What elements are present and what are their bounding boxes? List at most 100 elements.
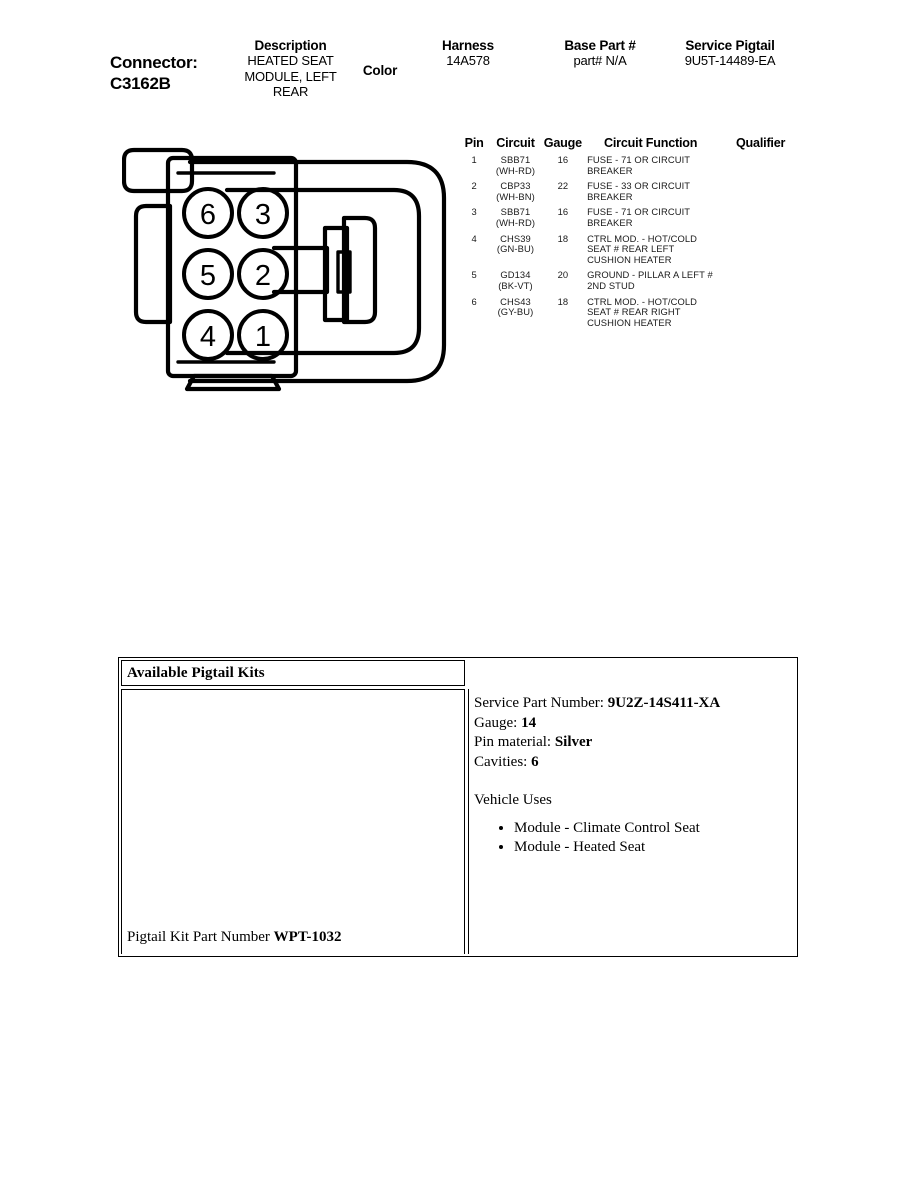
cavity-label-4: 4 bbox=[200, 321, 216, 353]
harness-block: Harness 14A578 bbox=[410, 38, 526, 69]
circuit-name: SBB71 bbox=[500, 154, 531, 165]
connector-latch-head bbox=[341, 215, 378, 325]
description-value: HEATED SEAT MODULE, LEFT REAR bbox=[244, 53, 337, 99]
table-row: 2 CBP33 (WH-BN) 22 FUSE - 33 OR CIRCUIT … bbox=[459, 180, 804, 207]
connector-id-block: Connector: C3162B bbox=[110, 52, 250, 94]
pigtail-table-title: Available Pigtail Kits bbox=[127, 664, 265, 681]
cavity-label-5: 5 bbox=[200, 260, 216, 292]
table-row: 5 GD134 (BK-VT) 20 GROUND - PILLAR A LEF… bbox=[459, 270, 804, 296]
column-header-pin: Pin bbox=[464, 136, 484, 150]
service-pigtail-value: 9U5T-14489-EA bbox=[684, 53, 776, 68]
connector-header: Connector: C3162B Description HEATED SEA… bbox=[0, 38, 918, 110]
base-part-label: Base Part # bbox=[564, 38, 636, 53]
pigtail-kit-part-number-label: Pigtail Kit Part Number bbox=[127, 929, 274, 945]
cell-circuit: CBP33 (WH-BN) bbox=[489, 181, 541, 207]
cell-circuit: CHS39 (GN-BU) bbox=[489, 232, 541, 271]
cavity-3 bbox=[237, 187, 289, 239]
connector-inner-shell bbox=[224, 187, 422, 356]
harness-label: Harness bbox=[442, 38, 494, 53]
cell-circuit: GD134 (BK-VT) bbox=[489, 270, 541, 296]
cell-pin: 1 bbox=[471, 154, 477, 165]
cell-qualifier bbox=[717, 181, 804, 207]
cell-function: FUSE - 33 OR CIRCUIT BREAKER bbox=[587, 180, 690, 202]
gauge-line: Gauge: 14 bbox=[474, 714, 795, 734]
cavity-4 bbox=[182, 309, 234, 361]
description-label: Description bbox=[254, 38, 327, 53]
cell-circuit: SBB71 (WH-RD) bbox=[489, 154, 541, 181]
circuit-color: (BK-VT) bbox=[498, 279, 533, 291]
cell-gauge: 18 bbox=[557, 295, 569, 307]
connector-outer-shell bbox=[187, 159, 447, 384]
pigtail-kit-details-cell: Service Part Number: 9U2Z-14S411-XA Gaug… bbox=[468, 689, 795, 954]
pigtail-table-outer-border bbox=[118, 657, 798, 957]
connector-latch-bar bbox=[322, 225, 350, 323]
cavity-label-2: 2 bbox=[255, 260, 271, 292]
cavities-value: 6 bbox=[531, 753, 539, 770]
cell-qualifier bbox=[717, 270, 804, 296]
column-header-qualifier: Qualifier bbox=[735, 136, 786, 150]
circuit-name: CHS39 bbox=[500, 232, 531, 244]
base-part-value: part# N/A bbox=[573, 53, 627, 68]
table-row: 4 CHS39 (GN-BU) 18 CTRL MOD. - HOT/COLD … bbox=[459, 232, 804, 271]
cavity-5 bbox=[182, 248, 234, 300]
pigtail-table-title-cell: Available Pigtail Kits bbox=[121, 660, 465, 686]
cavity-label-6: 6 bbox=[200, 199, 216, 231]
pin-table-grid: Pin Circuit Gauge Circuit Function Quali… bbox=[459, 136, 804, 333]
list-item: Module - Climate Control Seat bbox=[514, 819, 795, 839]
service-part-number-line: Service Part Number: 9U2Z-14S411-XA bbox=[474, 694, 795, 714]
pigtail-kit-part-number-line: Pigtail Kit Part Number WPT-1032 bbox=[127, 929, 341, 946]
cavities-label: Cavities: bbox=[474, 753, 532, 770]
cell-qualifier bbox=[717, 297, 804, 334]
column-header-gauge: Gauge bbox=[543, 136, 582, 150]
service-pigtail-block: Service Pigtail 9U5T-14489-EA bbox=[668, 38, 792, 69]
table-row: 6 CHS43 (GY-BU) 18 CTRL MOD. - HOT/COLD … bbox=[459, 295, 804, 334]
vehicle-uses-list: Module - Climate Control Seat Module - H… bbox=[474, 819, 795, 858]
cell-pin: 2 bbox=[471, 180, 477, 192]
pin-table: Pin Circuit Gauge Circuit Function Quali… bbox=[459, 136, 804, 333]
cell-function: FUSE - 71 OR CIRCUIT BREAKER bbox=[587, 206, 690, 228]
connector-label: Connector: bbox=[110, 53, 198, 72]
cavity-2 bbox=[237, 248, 289, 300]
gauge-label: Gauge: bbox=[474, 714, 522, 731]
cell-qualifier bbox=[717, 155, 804, 181]
cavity-1 bbox=[237, 309, 289, 361]
vehicle-uses-title: Vehicle Uses bbox=[474, 792, 552, 808]
circuit-name: SBB71 bbox=[500, 206, 531, 218]
cell-pin: 4 bbox=[471, 232, 477, 244]
circuit-name: CHS43 bbox=[500, 295, 531, 307]
color-label: Color bbox=[362, 63, 398, 78]
cell-function: CTRL MOD. - HOT/COLD SEAT # REAR LEFT CU… bbox=[587, 232, 698, 265]
table-row: 3 SBB71 (WH-RD) 16 FUSE - 71 OR CIRCUIT … bbox=[459, 207, 804, 233]
list-item: Module - Heated Seat bbox=[514, 838, 795, 858]
base-part-block: Base Part # part# N/A bbox=[535, 38, 665, 69]
connector-bottom-tab bbox=[184, 373, 282, 392]
cell-circuit: SBB71 (WH-RD) bbox=[489, 207, 541, 233]
cell-function: CTRL MOD. - HOT/COLD SEAT # REAR RIGHT C… bbox=[587, 295, 698, 328]
cell-gauge: 22 bbox=[557, 180, 569, 192]
cell-gauge: 20 bbox=[557, 269, 569, 281]
available-pigtail-kits-section: Available Pigtail Kits Pigtail Kit Part … bbox=[118, 657, 798, 957]
circuit-color: (WH-BN) bbox=[496, 190, 535, 202]
pin-material-value: Silver bbox=[554, 734, 593, 750]
cell-qualifier bbox=[717, 207, 804, 233]
cell-circuit: CHS43 (GY-BU) bbox=[489, 295, 541, 334]
cell-gauge: 16 bbox=[557, 206, 569, 218]
service-pigtail-label: Service Pigtail bbox=[685, 38, 775, 53]
column-header-circuit: Circuit bbox=[496, 136, 535, 150]
connector-left-tab bbox=[121, 147, 195, 194]
cell-pin: 3 bbox=[471, 206, 477, 218]
connector-diagram: 6 3 5 2 4 1 bbox=[121, 140, 467, 402]
column-header-function: Circuit Function bbox=[603, 136, 698, 150]
cell-function: GROUND - PILLAR A LEFT # 2ND STUD bbox=[587, 269, 713, 291]
circuit-color: (WH-RD) bbox=[495, 216, 536, 228]
cell-gauge: 18 bbox=[557, 232, 569, 244]
circuit-color: (GY-BU) bbox=[497, 306, 534, 318]
cell-pin: 6 bbox=[471, 295, 477, 307]
cavity-6 bbox=[182, 187, 234, 239]
cavity-label-3: 3 bbox=[255, 199, 271, 231]
connector-latch-key bbox=[336, 250, 352, 294]
cavity-label-1: 1 bbox=[255, 321, 271, 353]
pigtail-kit-part-number-value: WPT-1032 bbox=[273, 929, 342, 945]
cavity-group: 6 3 5 2 4 1 bbox=[182, 187, 289, 361]
pin-table-header-row: Pin Circuit Gauge Circuit Function Quali… bbox=[459, 136, 804, 155]
